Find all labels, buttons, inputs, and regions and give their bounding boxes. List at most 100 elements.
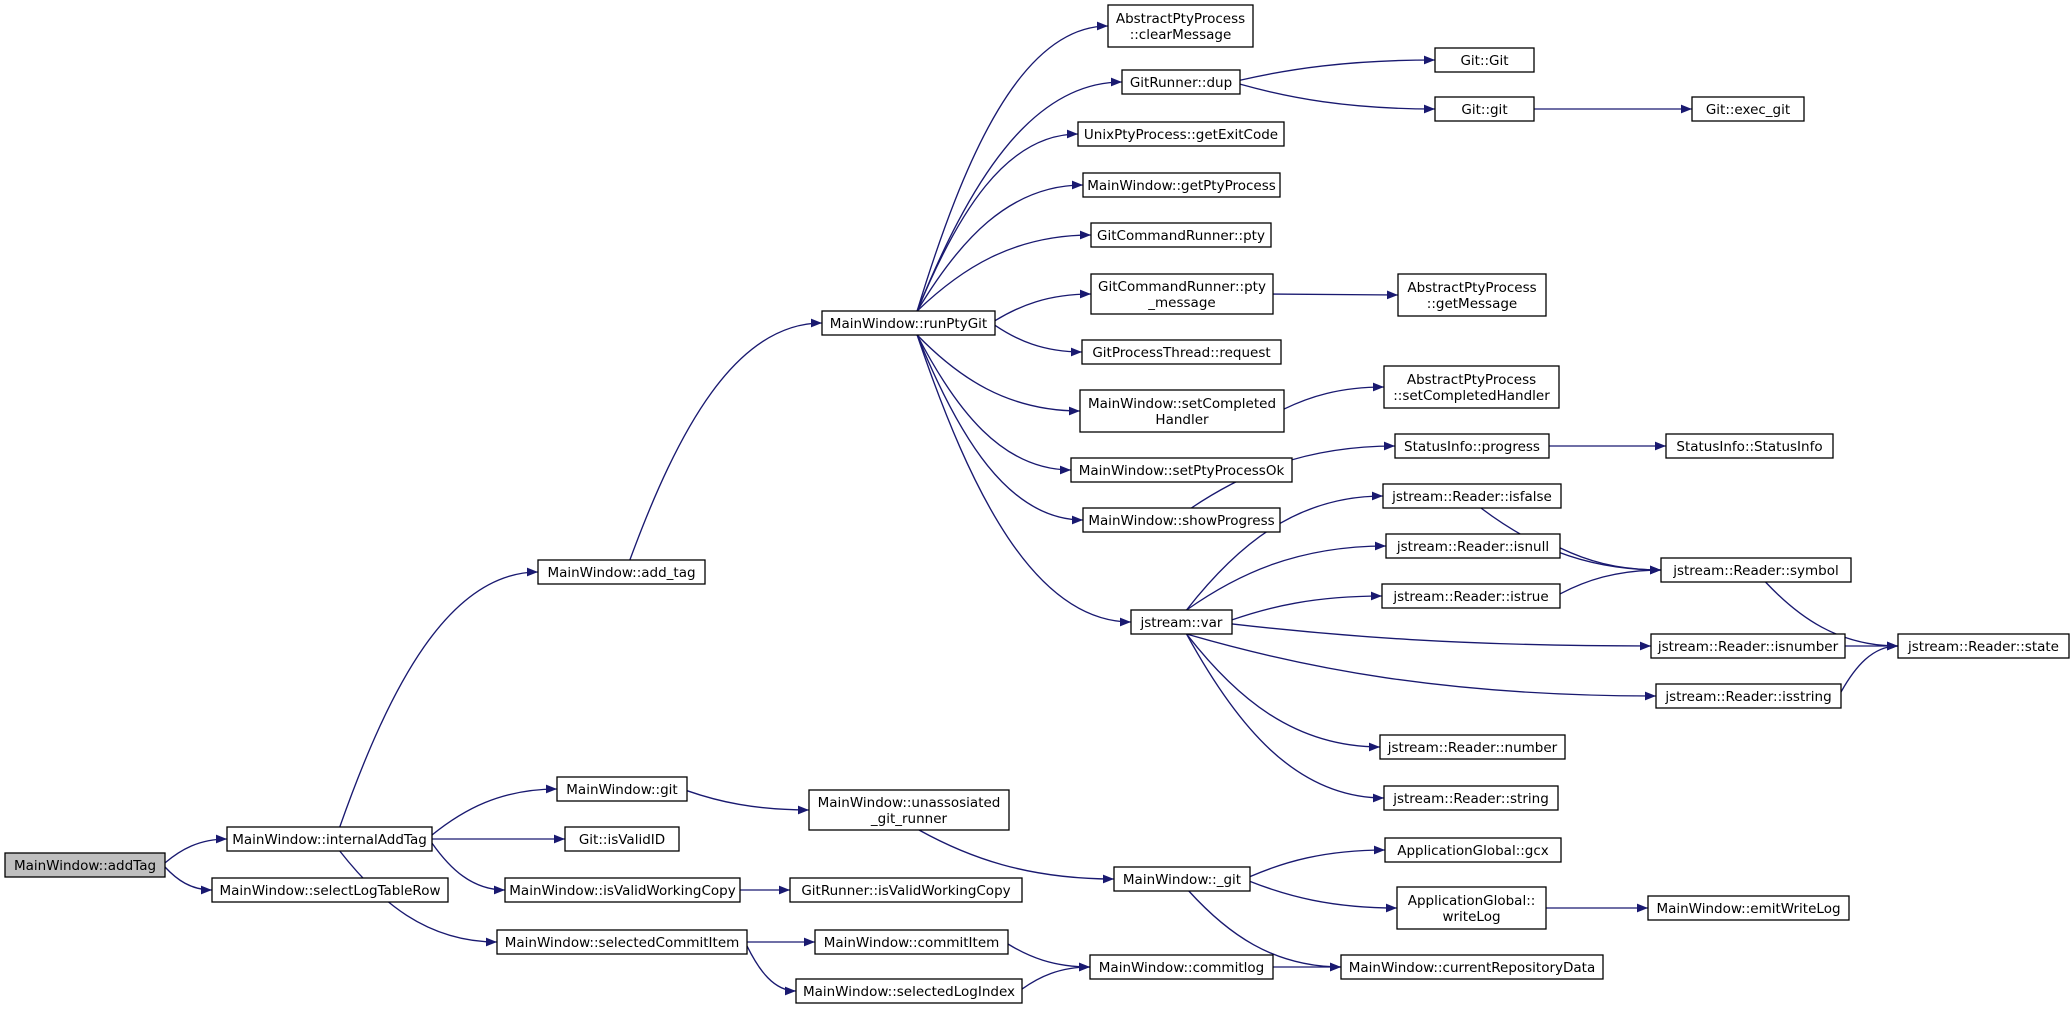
node-state[interactable]: jstream::Reader::state (1897, 633, 2070, 659)
node-exec-git[interactable]: Git::exec_git (1691, 96, 1805, 122)
edge-symbol-to-state (1765, 581, 1899, 651)
node-progress[interactable]: StatusInfo::progress (1394, 433, 1550, 459)
node-label: ApplicationGlobal::gcx (1397, 843, 1549, 859)
node-box (1897, 633, 2070, 659)
node-isstring[interactable]: jstream::Reader::isstring (1655, 683, 1842, 709)
node-mw-is-valid-working-copy[interactable]: MainWindow::isValidWorkingCopy (504, 877, 741, 903)
edge-dup-to-gitgit (1239, 55, 1436, 81)
edge-unassosiated-to--git (918, 829, 1115, 884)
node-isnumber[interactable]: jstream::Reader::isnumber (1650, 633, 1846, 659)
node-label: GitProcessThread::request (1092, 345, 1270, 361)
node-label: Git::isValidID (579, 832, 665, 848)
node-label: UnixPtyProcess::getExitCode (1084, 127, 1278, 143)
node-commit-item[interactable]: MainWindow::commitItem (814, 929, 1009, 955)
node-label: MainWindow::unassosiated (818, 795, 1001, 811)
node-box (226, 826, 433, 852)
node-current-repository-data[interactable]: MainWindow::currentRepositoryData (1340, 954, 1604, 980)
node-box (1090, 273, 1274, 315)
node-ap-set-completed-handler[interactable]: AbstractPtyProcess::setCompletedHandler (1383, 365, 1560, 409)
node-request[interactable]: GitProcessThread::request (1081, 339, 1282, 365)
node-selected-commit-item[interactable]: MainWindow::selectedCommitItem (496, 929, 748, 955)
node-label: MainWindow::currentRepositoryData (1349, 960, 1596, 976)
node-box (1382, 483, 1562, 509)
node-label: GitRunner::dup (1130, 75, 1232, 91)
node-get-exit-code[interactable]: UnixPtyProcess::getExitCode (1077, 121, 1285, 147)
node-gr-is-valid-working-copy[interactable]: GitRunner::isValidWorkingCopy (789, 877, 1023, 903)
node-emit-write-log[interactable]: MainWindow::emitWriteLog (1647, 895, 1850, 921)
node-select-log-table-row[interactable]: MainWindow::selectLogTableRow (211, 877, 449, 903)
edge-selected-commit-item-to-selected-log-index (746, 945, 797, 996)
node-label: MainWindow::commitlog (1099, 960, 1264, 976)
node-label: MainWindow::add_tag (547, 565, 695, 581)
edge-dup-to-git-git (1239, 83, 1436, 114)
node-dup[interactable]: GitRunner::dup (1121, 69, 1241, 95)
node-istrue[interactable]: jstream::Reader::istrue (1381, 583, 1561, 609)
node-label: MainWindow::internalAddTag (232, 832, 427, 848)
node-label: jstream::Reader::isnumber (1657, 639, 1839, 655)
node-show-progress[interactable]: MainWindow::showProgress (1082, 507, 1281, 533)
node-status-info[interactable]: StatusInfo::StatusInfo (1665, 433, 1834, 459)
node-clear-message[interactable]: AbstractPtyProcess::clearMessage (1107, 4, 1254, 48)
edge-add-tag-to-internal-add-tag (164, 834, 228, 864)
node-label: jstream::var (1140, 615, 1223, 631)
node-unassosiated[interactable]: MainWindow::unassosiated_git_runner (808, 789, 1010, 831)
edge-set-completed-handler-to-ap-set-completed-handler (1283, 382, 1385, 410)
node-label: MainWindow::emitWriteLog (1656, 901, 1840, 917)
node-box (1081, 339, 1282, 365)
edge-run-pty-git-to-clear-message (916, 21, 1109, 312)
node-label: AbstractPtyProcess (1116, 11, 1245, 27)
node-run-pty-git[interactable]: MainWindow::runPtyGit (821, 310, 996, 336)
node-box (1107, 4, 1254, 48)
node-get-message[interactable]: AbstractPtyProcess::getMessage (1397, 273, 1547, 317)
node-pty[interactable]: GitCommandRunner::pty (1090, 222, 1272, 248)
node-label: GitCommandRunner::pty (1097, 228, 1265, 244)
edge-internal-add-tag-to-mw-git (431, 784, 558, 836)
node-box (1090, 222, 1272, 248)
node-label: _message (1147, 295, 1215, 311)
edge-run-pty-git-to-pty-message (994, 289, 1092, 322)
node-label: jstream::Reader::isstring (1664, 689, 1831, 705)
edge-add-tag-to-run-pty-git (629, 318, 823, 561)
node-git-git[interactable]: Git::git (1434, 96, 1535, 122)
node-label: jstream::Reader::number (1387, 740, 1558, 756)
node-box (1434, 47, 1535, 73)
node-label: ::clearMessage (1130, 27, 1232, 43)
node-add-tag[interactable]: MainWindow::addTag (4, 852, 166, 878)
node-selected-log-index[interactable]: MainWindow::selectedLogIndex (795, 978, 1023, 1004)
node-label: MainWindow::setPtyProcessOk (1079, 463, 1285, 479)
node-label: Handler (1155, 412, 1209, 428)
node-isnull[interactable]: jstream::Reader::isnull (1385, 533, 1561, 559)
node-pty-message[interactable]: GitCommandRunner::pty_message (1090, 273, 1274, 315)
node-box (556, 776, 688, 802)
node-label: MainWindow::selectedLogIndex (803, 984, 1015, 1000)
node-mw-git[interactable]: MainWindow::git (556, 776, 688, 802)
node-box (1660, 557, 1852, 583)
node-label: writeLog (1442, 909, 1500, 925)
node-box (1070, 457, 1293, 483)
edge-var-to-isnull (1186, 541, 1387, 611)
node-commitlog[interactable]: MainWindow::commitlog (1089, 954, 1274, 980)
node-write-log[interactable]: ApplicationGlobal::writeLog (1396, 886, 1547, 930)
node-gitgit[interactable]: Git::Git (1434, 47, 1535, 73)
edge-internal-add-tag-to-selected-commit-item (339, 850, 498, 947)
node-symbol[interactable]: jstream::Reader::symbol (1660, 557, 1852, 583)
node-string[interactable]: jstream::Reader::string (1383, 785, 1559, 811)
edge-run-pty-git-to-var (916, 334, 1132, 627)
node-label: StatusInfo::progress (1404, 439, 1540, 455)
node-box (1113, 866, 1251, 892)
node-add-tag[interactable]: MainWindow::add_tag (537, 559, 706, 585)
edge-internal-add-tag-to-add-tag (339, 567, 539, 828)
node-gcx[interactable]: ApplicationGlobal::gcx (1384, 837, 1562, 863)
node-isfalse[interactable]: jstream::Reader::isfalse (1382, 483, 1562, 509)
node-box (1130, 609, 1233, 635)
node-box (1397, 273, 1547, 317)
node-set-completed-handler[interactable]: MainWindow::setCompletedHandler (1079, 389, 1285, 433)
node--git[interactable]: MainWindow::_git (1113, 866, 1251, 892)
node-var[interactable]: jstream::var (1130, 609, 1233, 635)
node-get-pty-process[interactable]: MainWindow::getPtyProcess (1082, 172, 1281, 198)
node-number[interactable]: jstream::Reader::number (1379, 734, 1566, 760)
node-internal-add-tag[interactable]: MainWindow::internalAddTag (226, 826, 433, 852)
node-box (1077, 121, 1285, 147)
node-set-pty-process-ok[interactable]: MainWindow::setPtyProcessOk (1070, 457, 1293, 483)
node-is-valid-id[interactable]: Git::isValidID (564, 826, 680, 852)
